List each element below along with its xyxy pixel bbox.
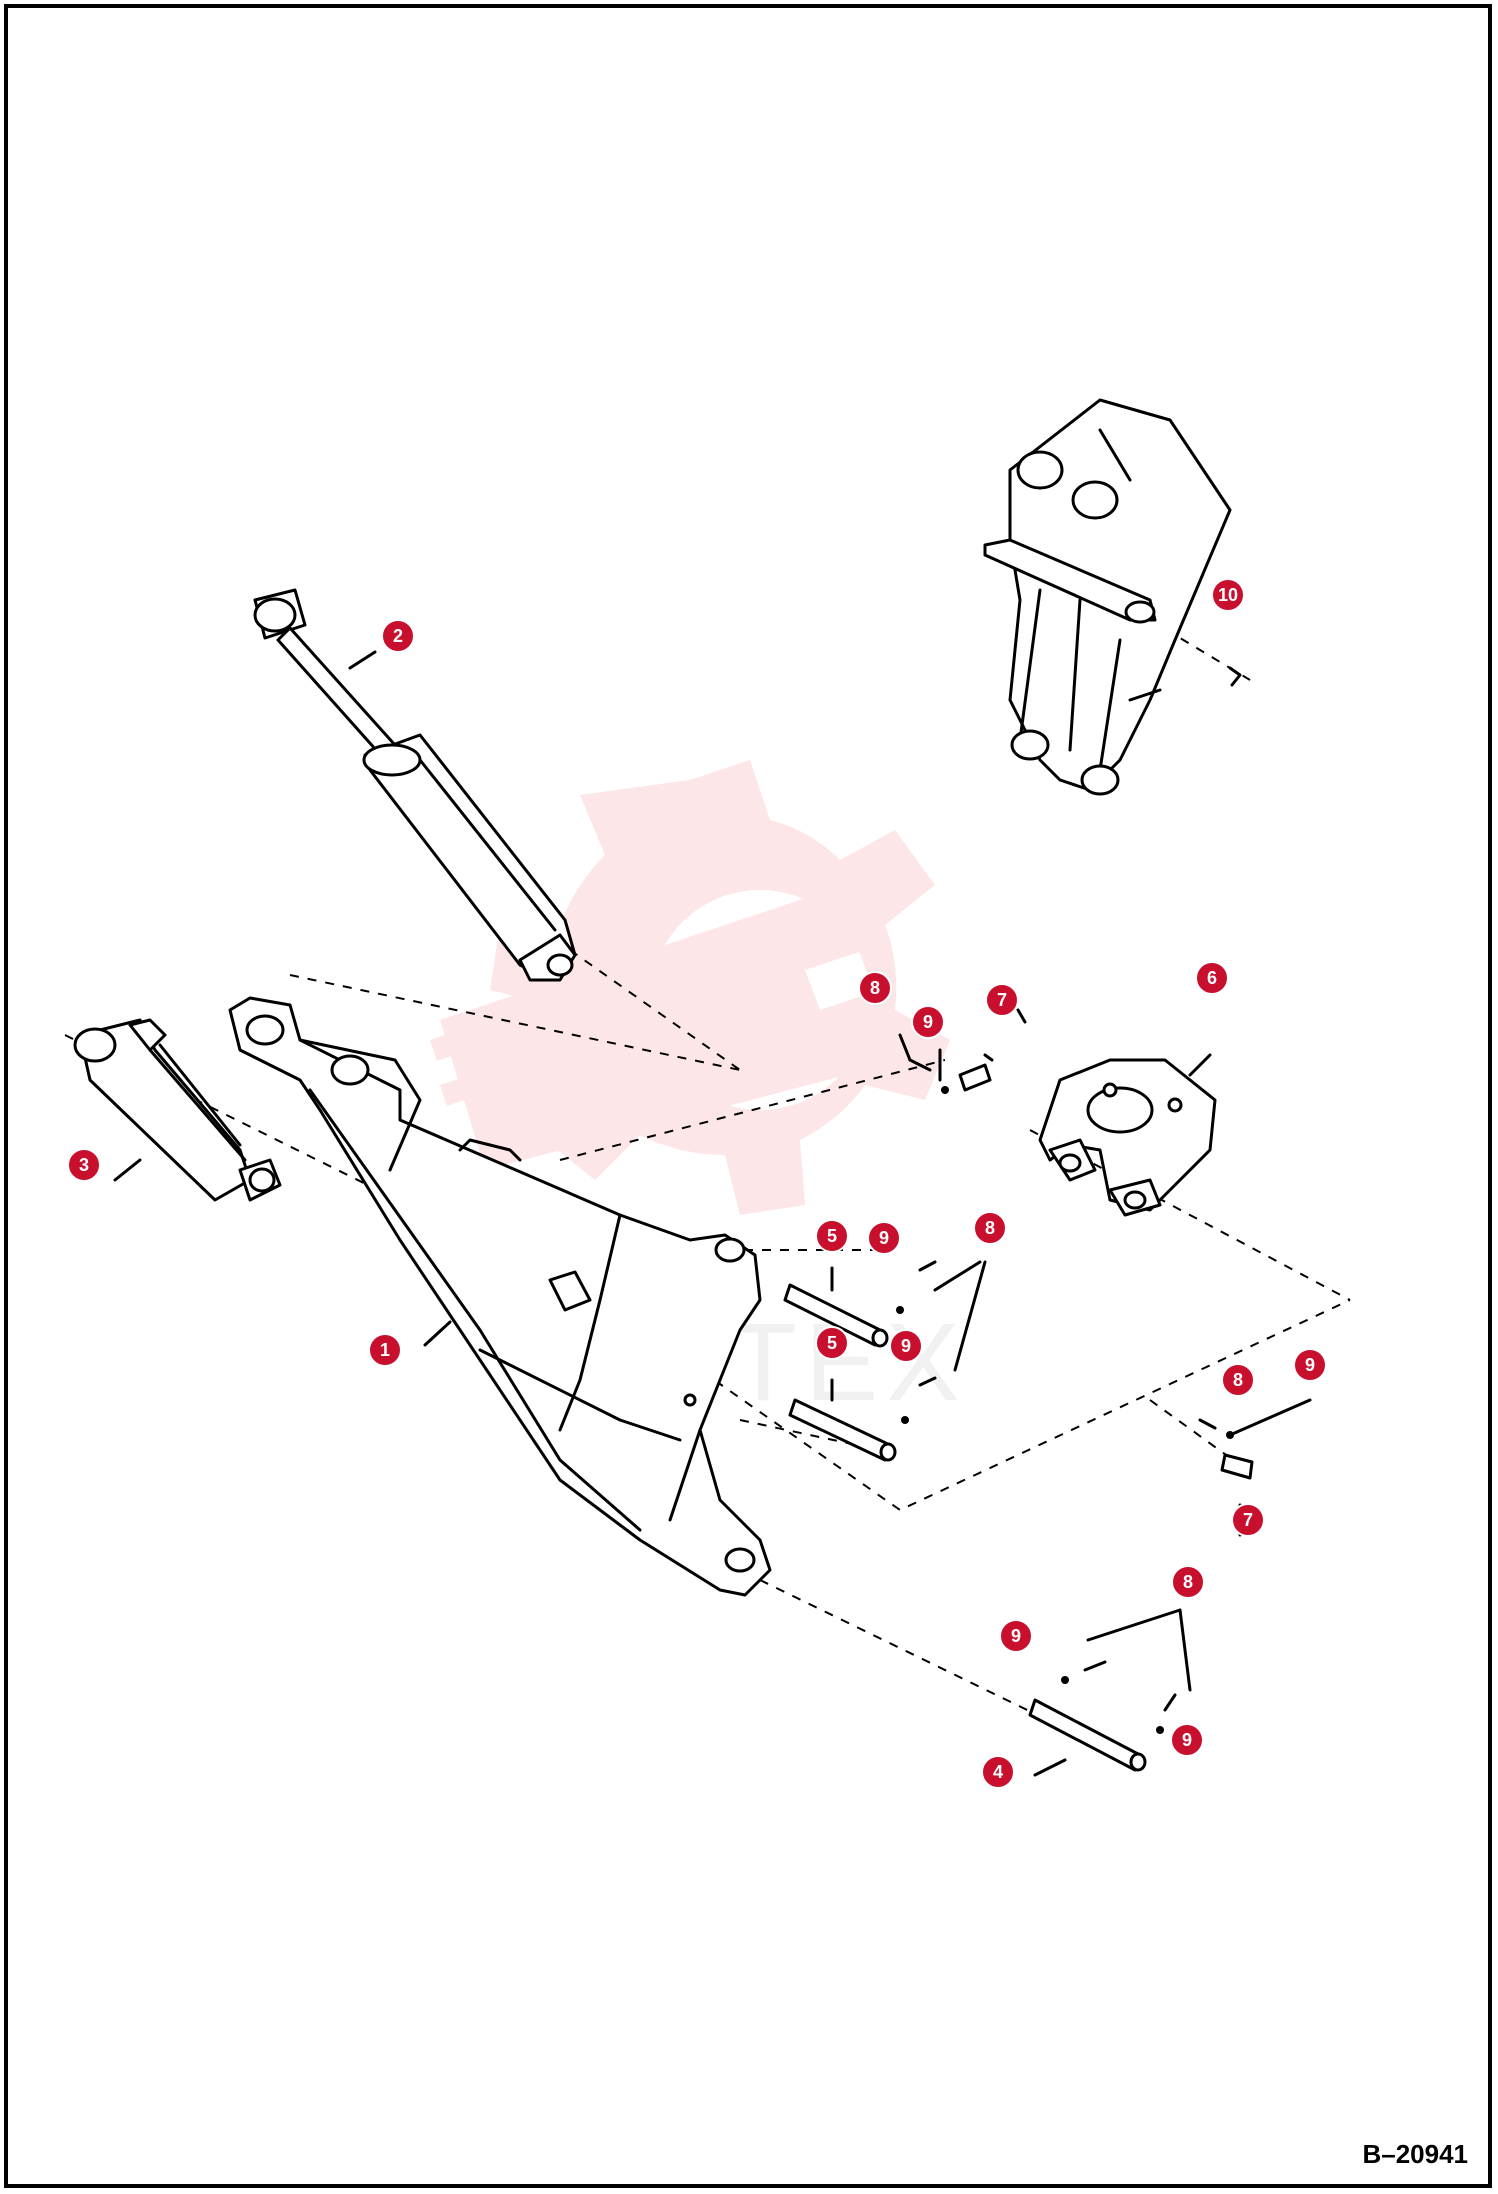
- callout-label: 9: [1305, 1355, 1315, 1375]
- callout-label: 2: [393, 626, 403, 646]
- watermark-wrench: [440, 897, 893, 1170]
- callout-8: 8: [858, 971, 892, 1005]
- callout-markers: 1 2 3 4 5 5 6 7 7 8 8 8 8 9 9 9 9 9 9 10: [67, 578, 1327, 1789]
- callout-9: 9: [867, 1221, 901, 1255]
- callout-3: 3: [67, 1148, 101, 1182]
- callout-label: 8: [1183, 1572, 1193, 1592]
- callout-1: 1: [368, 1333, 402, 1367]
- callout-7: 7: [985, 983, 1019, 1017]
- callout-9: 9: [889, 1329, 923, 1363]
- hardware: [783, 666, 1254, 1772]
- callout-7: 7: [1231, 1503, 1265, 1537]
- bushing-upper: [958, 1063, 992, 1092]
- callout-9: 9: [999, 1619, 1033, 1653]
- callout-label: 6: [1207, 968, 1217, 988]
- callout-4: 4: [981, 1755, 1015, 1789]
- callout-6: 6: [1195, 961, 1229, 995]
- swing-casting: [983, 398, 1232, 796]
- callout-label: 7: [997, 990, 1007, 1010]
- callout-label: 7: [1243, 1510, 1253, 1530]
- callout-8: 8: [1221, 1363, 1255, 1397]
- watermark-gear: [490, 760, 950, 1215]
- callout-label: 9: [901, 1336, 911, 1356]
- callout-8: 8: [973, 1211, 1007, 1245]
- pin-lower: [1028, 1698, 1142, 1772]
- callout-label: 9: [923, 1012, 933, 1032]
- callout-5: 5: [815, 1326, 849, 1360]
- callout-8: 8: [1171, 1565, 1205, 1599]
- callout-label: 5: [827, 1226, 837, 1246]
- callout-label: 8: [985, 1218, 995, 1238]
- callout-5: 5: [815, 1219, 849, 1253]
- swing-cylinder: [73, 1018, 282, 1202]
- callout-label: 4: [993, 1762, 1003, 1782]
- boom: [228, 996, 772, 1597]
- boom-cylinder: [253, 588, 577, 982]
- callout-label: 9: [1011, 1626, 1021, 1646]
- diagram-frame: [4, 4, 1492, 2188]
- callout-9: 9: [911, 1005, 945, 1039]
- callout-label: 5: [827, 1333, 837, 1353]
- grease-fitting: [1228, 666, 1242, 687]
- callout-label: 8: [1233, 1370, 1243, 1390]
- callout-9: 9: [1170, 1723, 1204, 1757]
- leader-lines: [113, 650, 1312, 1777]
- callout-label: 3: [79, 1155, 89, 1175]
- swing-bracket: [1038, 1058, 1217, 1217]
- callout-label: 8: [870, 978, 880, 998]
- callout-label: 1: [380, 1340, 390, 1360]
- callout-label: 9: [1182, 1730, 1192, 1750]
- callout-10: 10: [1211, 578, 1245, 612]
- callout-label: 9: [879, 1228, 889, 1248]
- callout-2: 2: [381, 619, 415, 653]
- callout-9: 9: [1293, 1348, 1327, 1382]
- bushing-right: [1220, 1453, 1254, 1480]
- figure-id: B–20941: [1362, 2139, 1468, 2169]
- callout-label: 10: [1218, 585, 1238, 605]
